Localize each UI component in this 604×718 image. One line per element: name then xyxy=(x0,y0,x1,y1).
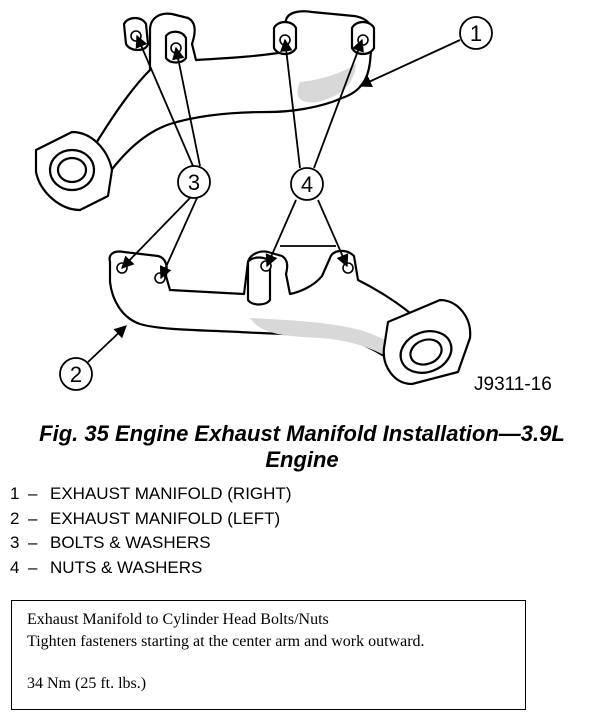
parts-legend: 1–EXHAUST MANIFOLD (RIGHT) 2–EXHAUST MAN… xyxy=(10,482,291,580)
legend-item: 4–NUTS & WASHERS xyxy=(10,557,203,577)
caption-line-1: Fig. 35 Engine Exhaust Manifold Installa… xyxy=(39,421,565,446)
left-exhaust-manifold xyxy=(108,249,472,386)
legend-item: 1–EXHAUST MANIFOLD (RIGHT) xyxy=(10,484,292,503)
svg-text:2: 2 xyxy=(70,362,82,387)
exhaust-manifold-diagram: 1 3 4 2 xyxy=(34,10,493,391)
figure-code: J9311-16 xyxy=(474,374,552,395)
figure-caption: Fig. 35 Engine Exhaust Manifold Installa… xyxy=(0,421,604,473)
callout-4: 4 xyxy=(265,38,364,268)
spec-torque-value: 34 Nm (25 ft. lbs.) xyxy=(27,675,147,692)
svg-text:3: 3 xyxy=(188,170,200,195)
callout-2: 2 xyxy=(59,325,127,391)
torque-spec-box: Exhaust Manifold to Cylinder Head Bolts/… xyxy=(11,600,526,710)
spec-title: Exhaust Manifold to Cylinder Head Bolts/… xyxy=(27,611,329,628)
svg-text:1: 1 xyxy=(470,21,482,46)
svg-text:4: 4 xyxy=(301,172,313,197)
legend-item: 2–EXHAUST MANIFOLD (LEFT) xyxy=(10,508,281,528)
callout-1: 1 xyxy=(358,16,493,87)
callout-3: 3 xyxy=(121,34,211,280)
spec-instruction: Tighten fasteners starting at the center… xyxy=(27,633,425,650)
right-exhaust-manifold xyxy=(34,10,376,212)
legend-item: 3–BOLTS & WASHERS xyxy=(10,533,211,552)
caption-line-2: Engine xyxy=(265,447,339,472)
